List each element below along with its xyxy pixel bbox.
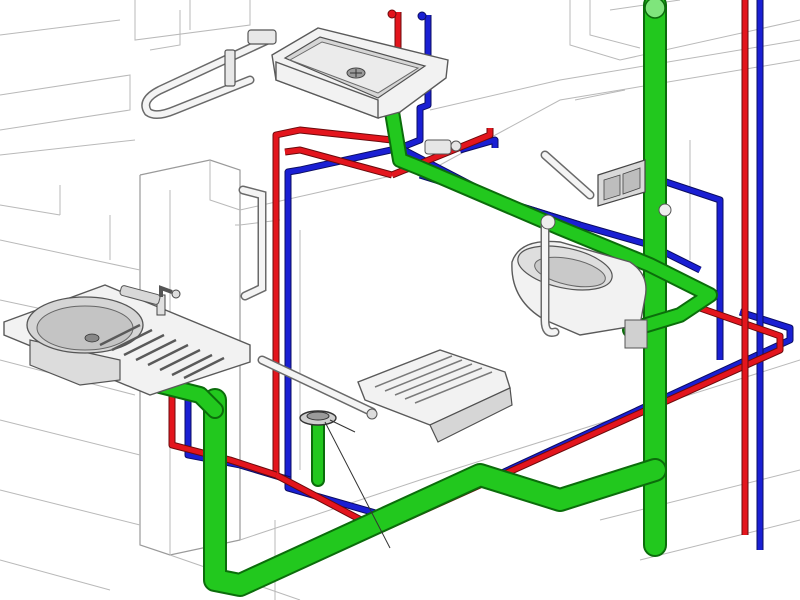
folding-grab-bar	[141, 29, 277, 120]
vertical-grab-bar	[238, 185, 267, 301]
shower-seat	[257, 349, 513, 443]
kitchen-sink	[3, 284, 251, 396]
wash-basin	[271, 27, 449, 120]
drain-pipes	[151, 0, 718, 597]
floor-drain	[299, 410, 391, 549]
sink-drainboard-ribs	[99, 323, 225, 380]
toilet	[511, 150, 672, 349]
pipe-fittings	[387, 9, 462, 155]
